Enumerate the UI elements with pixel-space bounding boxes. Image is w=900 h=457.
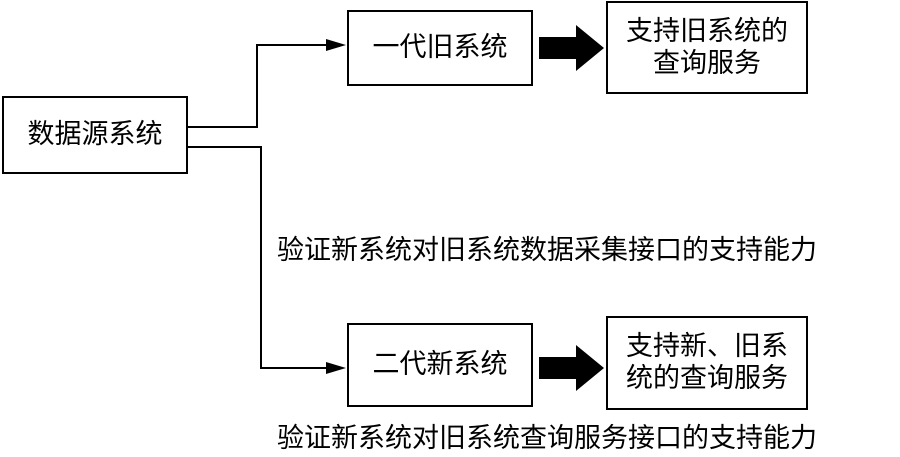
- arrowhead-old-system: [326, 39, 346, 51]
- source-system-box: 数据源系统: [2, 96, 188, 174]
- thick-arrow-old-service: [539, 25, 604, 71]
- thick-arrow-new-service: [539, 345, 604, 391]
- new-service-line1: 支持新、旧系: [626, 331, 788, 362]
- old-service-line1: 支持旧系统的: [626, 15, 788, 47]
- arrowhead-new-system: [326, 362, 346, 374]
- new-system-box: 二代新系统: [347, 323, 533, 407]
- old-service-box: 支持旧系统的 查询服务: [606, 1, 808, 94]
- old-system-label: 一代旧系统: [372, 32, 508, 63]
- query-caption: 验证新系统对旧系统查询服务接口的支持能力: [277, 423, 817, 454]
- new-system-label: 二代新系统: [372, 349, 508, 380]
- old-system-box: 一代旧系统: [347, 10, 533, 86]
- collection-caption: 验证新系统对旧系统数据采集接口的支持能力: [277, 235, 817, 266]
- connector-to-old-system: [187, 44, 330, 128]
- source-system-label: 数据源系统: [27, 119, 163, 150]
- old-service-line2: 查询服务: [653, 47, 761, 79]
- connector-to-new-system: [187, 146, 330, 369]
- new-service-line2: 统的查询服务: [626, 363, 788, 394]
- new-service-box: 支持新、旧系 统的查询服务: [606, 316, 808, 410]
